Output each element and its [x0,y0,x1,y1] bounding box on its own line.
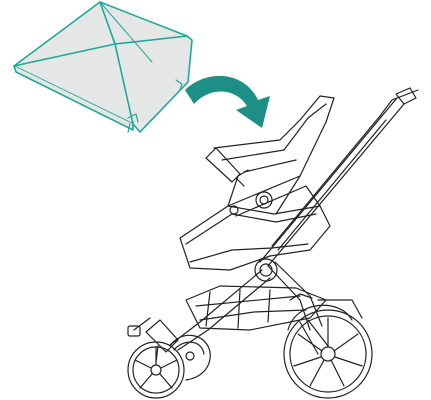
curved-arrow-icon [185,76,270,128]
stroller-frame-icon [128,88,418,398]
sun-canopy-icon [14,2,192,132]
